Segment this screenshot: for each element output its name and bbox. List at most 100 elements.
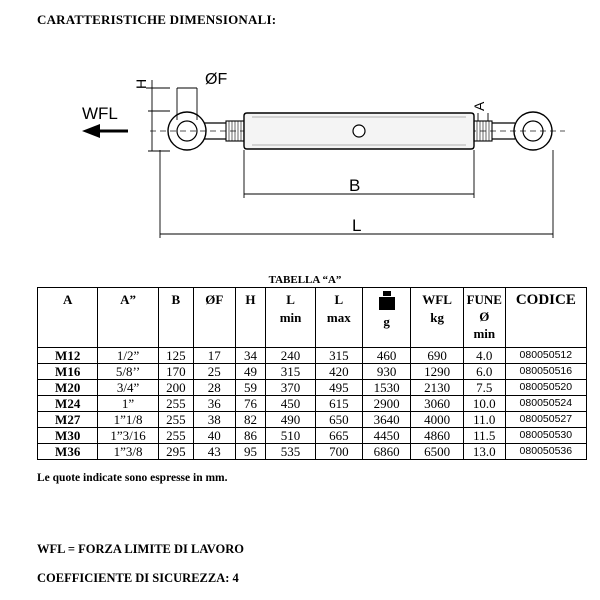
cell-f: 38 bbox=[192, 411, 236, 428]
col-header-l-min: L min bbox=[265, 287, 316, 348]
cell-h: 49 bbox=[234, 363, 267, 380]
cell-fune: 11.5 bbox=[462, 427, 506, 444]
weight-icon bbox=[378, 291, 395, 310]
cell-fune: 10.0 bbox=[462, 395, 506, 412]
h-dimension bbox=[146, 80, 170, 152]
col-header-wfl: WFL kg bbox=[410, 287, 464, 348]
l-dimension bbox=[159, 150, 554, 238]
cell-f: 40 bbox=[192, 427, 236, 444]
cell-b: 125 bbox=[157, 347, 194, 364]
table-caption: TABELLA “A” bbox=[268, 274, 342, 286]
cell-fune: 6.0 bbox=[462, 363, 506, 380]
cell-codice: 080050524 bbox=[504, 395, 588, 412]
cell-codice: 080050530 bbox=[504, 427, 588, 444]
table-header-row: A A” B ØF H L min L max g WFL k bbox=[36, 287, 588, 348]
cell-b: 170 bbox=[157, 363, 194, 380]
a-label: A bbox=[471, 101, 487, 111]
units-note: Le quote indicate sono espresse in mm. bbox=[37, 472, 228, 484]
col-header-f: ØF bbox=[192, 287, 236, 348]
cell-fune: 13.0 bbox=[462, 443, 506, 460]
cell-l-min: 535 bbox=[265, 443, 316, 460]
left-eye bbox=[167, 111, 226, 151]
cell-l-max: 495 bbox=[314, 379, 363, 396]
cell-a-inch: 3/4” bbox=[97, 379, 159, 396]
cell-weight: 3640 bbox=[361, 411, 412, 428]
right-eye bbox=[492, 111, 553, 151]
cell-wfl: 6500 bbox=[410, 443, 464, 460]
cell-f: 17 bbox=[192, 347, 236, 364]
cell-wfl: 3060 bbox=[410, 395, 464, 412]
cell-h: 86 bbox=[234, 427, 267, 444]
cell-h: 59 bbox=[234, 379, 267, 396]
cell-wfl: 1290 bbox=[410, 363, 464, 380]
cell-wfl: 4860 bbox=[410, 427, 464, 444]
l-label: L bbox=[352, 216, 361, 235]
turnbuckle-drawing: WFL H ØF A B L bbox=[82, 71, 565, 238]
cell-f: 36 bbox=[192, 395, 236, 412]
cell-l-min: 490 bbox=[265, 411, 316, 428]
cell-l-max: 615 bbox=[314, 395, 363, 412]
cell-a-inch: 5/8’’ bbox=[97, 363, 159, 380]
h-label: H bbox=[133, 79, 149, 89]
cell-fune: 11.0 bbox=[462, 411, 506, 428]
cell-l-max: 665 bbox=[314, 427, 363, 444]
cell-size: M30 bbox=[36, 427, 99, 444]
cell-size: M20 bbox=[36, 379, 99, 396]
cell-h: 82 bbox=[234, 411, 267, 428]
cell-h: 34 bbox=[234, 347, 267, 364]
cell-l-max: 315 bbox=[314, 347, 363, 364]
col-header-h: H bbox=[234, 287, 267, 348]
cell-l-max: 700 bbox=[314, 443, 363, 460]
safety-coefficient: COEFFICIENTE DI SICUREZZA: 4 bbox=[37, 571, 239, 585]
cell-a-inch: 1”3/8 bbox=[97, 443, 159, 460]
left-thread bbox=[225, 120, 245, 142]
cell-size: M24 bbox=[36, 395, 99, 412]
cell-a-inch: 1/2” bbox=[97, 347, 159, 364]
cell-l-max: 420 bbox=[314, 363, 363, 380]
cell-h: 95 bbox=[234, 443, 267, 460]
f-dimension bbox=[176, 87, 198, 120]
cell-a-inch: 1”3/16 bbox=[97, 427, 159, 444]
col-header-fune: FUNE Ø min bbox=[462, 287, 506, 348]
cell-b: 255 bbox=[157, 427, 194, 444]
cell-l-min: 450 bbox=[265, 395, 316, 412]
cell-b: 295 bbox=[157, 443, 194, 460]
col-header-b: B bbox=[157, 287, 194, 348]
cell-a-inch: 1”1/8 bbox=[97, 411, 159, 428]
cell-codice: 080050512 bbox=[504, 347, 588, 364]
cell-fune: 7.5 bbox=[462, 379, 506, 396]
cell-size: M27 bbox=[36, 411, 99, 428]
cell-size: M16 bbox=[36, 363, 99, 380]
cell-weight: 1530 bbox=[361, 379, 412, 396]
cell-f: 43 bbox=[192, 443, 236, 460]
wfl-label: WFL bbox=[82, 104, 118, 123]
col-header-codice: CODICE bbox=[504, 287, 588, 348]
cell-f: 25 bbox=[192, 363, 236, 380]
cell-h: 76 bbox=[234, 395, 267, 412]
cell-weight: 930 bbox=[361, 363, 412, 380]
cell-wfl: 690 bbox=[410, 347, 464, 364]
cell-l-min: 240 bbox=[265, 347, 316, 364]
col-header-l-max: L max bbox=[314, 287, 363, 348]
b-label: B bbox=[349, 176, 360, 195]
col-header-a-inch: A” bbox=[97, 287, 159, 348]
cell-weight: 2900 bbox=[361, 395, 412, 412]
cell-codice: 080050527 bbox=[504, 411, 588, 428]
cell-fune: 4.0 bbox=[462, 347, 506, 364]
cell-l-min: 510 bbox=[265, 427, 316, 444]
cell-b: 255 bbox=[157, 395, 194, 412]
wfl-arrow bbox=[82, 124, 128, 138]
cell-l-min: 370 bbox=[265, 379, 316, 396]
cell-codice: 080050536 bbox=[504, 443, 588, 460]
cell-l-min: 315 bbox=[265, 363, 316, 380]
b-dimension bbox=[243, 150, 475, 198]
cell-f: 28 bbox=[192, 379, 236, 396]
a-dimension bbox=[477, 113, 489, 121]
